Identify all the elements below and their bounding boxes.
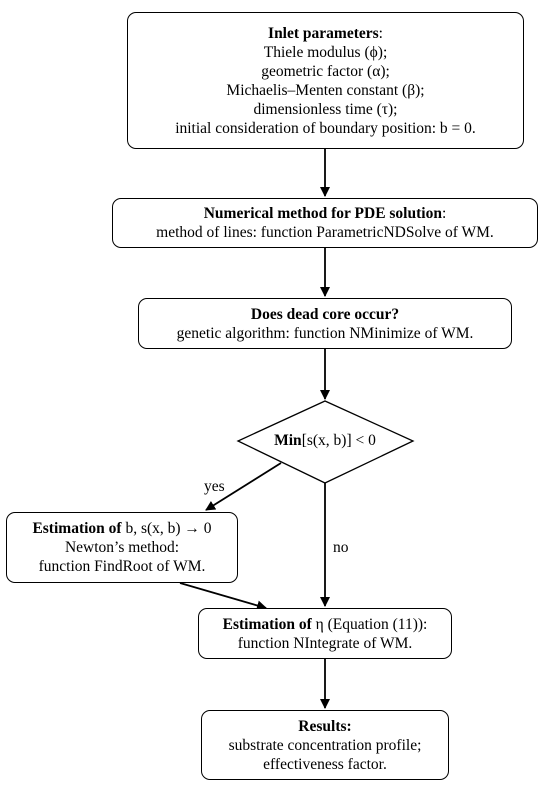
- inlet-line-5: initial consideration of boundary positi…: [175, 119, 476, 137]
- dead-core-title: Does dead core occur?: [250, 305, 400, 323]
- results-box: Results: substrate concentration profile…: [201, 710, 449, 780]
- inlet-line-1: Thiele modulus (ϕ);: [263, 43, 388, 61]
- estimation-b-title: Estimation of b, s(x, b) → 0: [32, 520, 212, 537]
- estimation-b-line-1: Newton’s method:: [64, 539, 180, 556]
- results-line-1: substrate concentration profile;: [228, 736, 422, 754]
- inlet-line-2: geometric factor (α);: [261, 62, 390, 80]
- estimation-b-line-2: function FindRoot of WM.: [38, 558, 206, 575]
- no-label: no: [333, 539, 349, 556]
- results-line-2: effectiveness factor.: [263, 755, 387, 773]
- dead-core-box: Does dead core occur? genetic algorithm:…: [138, 298, 512, 349]
- estimation-eta-box: Estimation of η (Equation (11)): functio…: [198, 608, 452, 659]
- estimation-b-box: Estimation of b, s(x, b) → 0 Newton’s me…: [6, 512, 238, 583]
- inlet-line-3: Michaelis–Menten constant (β);: [226, 81, 425, 99]
- inlet-parameters-box: Inlet parameters: Thiele modulus (ϕ); ge…: [127, 12, 524, 149]
- estimation-eta-line: function NIntegrate of WM.: [237, 634, 413, 652]
- inlet-line-4: dimensionless time (τ);: [253, 100, 398, 118]
- estimation-eta-title: Estimation of η (Equation (11)):: [222, 615, 428, 633]
- numerical-method-line: method of lines: function ParametricNDSo…: [156, 224, 494, 241]
- yes-label: yes: [204, 478, 225, 495]
- decision-text: Min[s(x, b)] < 0: [274, 432, 376, 449]
- results-title: Results:: [298, 717, 352, 735]
- dead-core-line: genetic algorithm: function NMinimize of…: [176, 324, 474, 342]
- numerical-method-title: Numerical method for PDE solution:: [203, 205, 447, 222]
- numerical-method-box: Numerical method for PDE solution: metho…: [112, 198, 538, 248]
- arrow-yes: [205, 462, 282, 511]
- arrow-4-5: [179, 582, 267, 611]
- inlet-parameters-title: Inlet parameters:: [268, 24, 383, 42]
